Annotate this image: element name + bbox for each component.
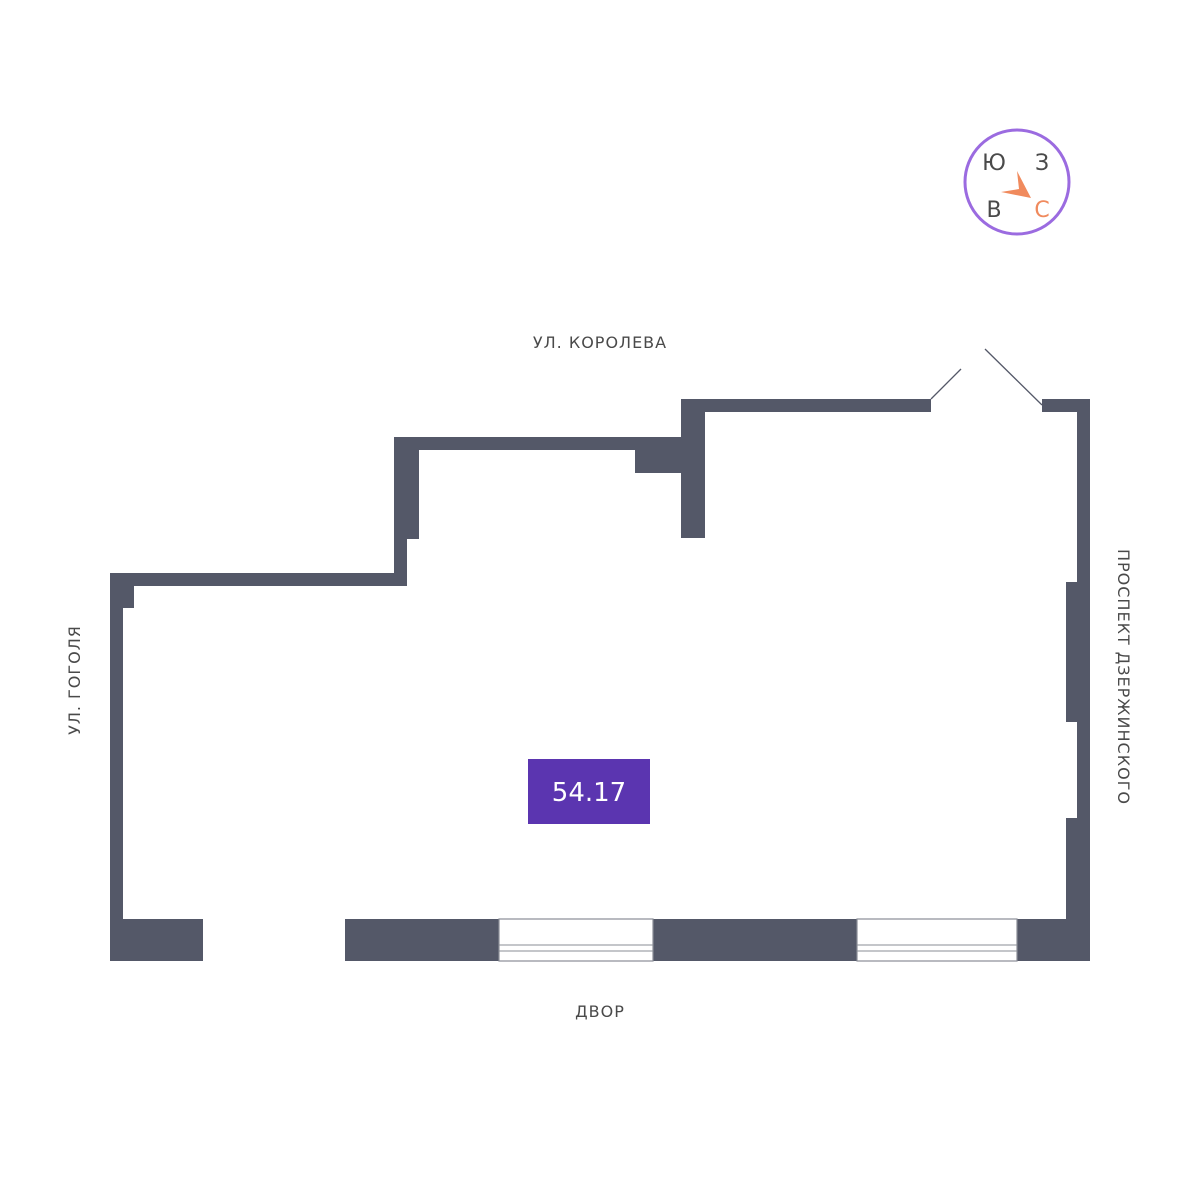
wall-bottom-segment-3	[1017, 919, 1090, 961]
street-label-bottom: ДВОР	[575, 1002, 625, 1021]
compass-east-label: В	[986, 198, 1001, 223]
compass-west-label: З	[1035, 151, 1049, 176]
street-label-top: УЛ. КОРОЛЕВА	[533, 333, 667, 352]
compass-south-label: Ю	[982, 151, 1006, 176]
door-leaf-right	[984, 348, 1043, 406]
windows	[498, 918, 1018, 962]
compass-north-label: С	[1034, 198, 1049, 223]
compass-arrow-icon	[1001, 171, 1031, 198]
wall-right	[1077, 399, 1090, 961]
wall-bottom-segment-2	[653, 919, 857, 961]
street-label-left: УЛ. ГОГОЛЯ	[65, 625, 84, 735]
wall-pillar	[681, 399, 705, 538]
door-leaf-left	[930, 368, 962, 400]
compass: Ю З В С	[963, 128, 1071, 236]
area-badge: 54.17	[528, 759, 650, 824]
walls	[110, 399, 1090, 961]
wall-top-left	[110, 573, 407, 586]
area-value: 54.17	[552, 778, 626, 808]
compass-ring	[963, 128, 1071, 236]
wall-right-thick-lower	[1066, 818, 1077, 919]
area-badge-background	[528, 759, 650, 824]
entrance-doors	[930, 348, 1043, 406]
wall-top-middle	[394, 437, 705, 450]
wall-right-thick-upper	[1066, 582, 1077, 722]
wall-step-thick	[407, 437, 419, 539]
wall-notch-top-left	[123, 586, 134, 608]
wall-top-right	[681, 399, 931, 412]
street-label-right: ПРОСПЕКТ ДЗЕРЖИНСКОГО	[1114, 549, 1133, 805]
window-bottom-left	[498, 918, 654, 962]
window-bottom-right	[856, 918, 1018, 962]
wall-bottom-left	[110, 919, 203, 961]
wall-left	[110, 573, 123, 961]
wall-bottom-segment-1	[345, 919, 499, 961]
wall-step-vertical	[394, 437, 407, 586]
